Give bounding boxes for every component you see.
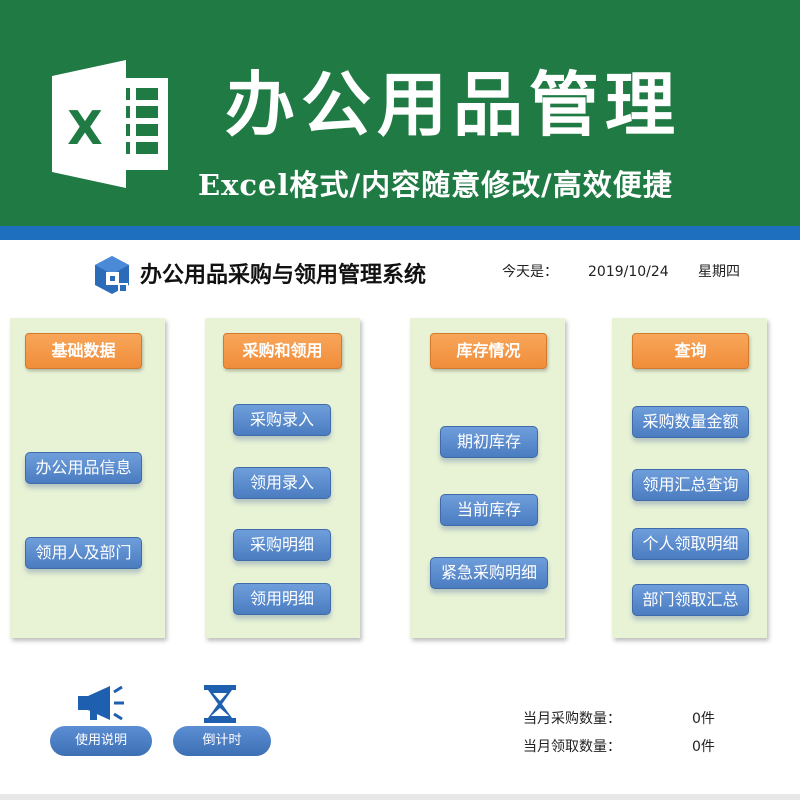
department-receive-summary-button[interactable]: 部门领取汇总 (632, 584, 749, 616)
banner-subtitle: Excel格式/内容随意修改/高效便捷 (198, 168, 673, 202)
app-title: 办公用品采购与领用管理系统 (140, 263, 427, 288)
panel-basic-data-title: 基础数据 (25, 333, 142, 369)
personal-receive-detail-button[interactable]: 个人领取明细 (632, 528, 749, 560)
opening-stock-button[interactable]: 期初库存 (440, 426, 538, 458)
current-stock-button[interactable]: 当前库存 (440, 494, 538, 526)
manual-button[interactable]: 使用说明 (50, 726, 152, 756)
office-supplies-info-button[interactable]: 办公用品信息 (25, 452, 142, 484)
banner-stripe (0, 226, 800, 240)
month-purchase-value: 0件 (692, 711, 715, 727)
month-receive-value: 0件 (692, 739, 715, 755)
purchase-qty-amount-button[interactable]: 采购数量金额 (632, 406, 749, 438)
megaphone-icon (78, 685, 124, 721)
receive-summary-query-button[interactable]: 领用汇总查询 (632, 469, 749, 501)
receive-detail-button[interactable]: 领用明细 (233, 583, 331, 615)
panel-query-title: 查询 (632, 333, 749, 369)
recipients-departments-button[interactable]: 领用人及部门 (25, 537, 142, 569)
excel-logo-icon: X (52, 60, 168, 188)
panel-inventory-title: 库存情况 (430, 333, 547, 369)
svg-text:X: X (67, 101, 102, 155)
countdown-button[interactable]: 倒计时 (173, 726, 271, 756)
month-purchase-label: 当月采购数量： (523, 711, 621, 727)
cube-logo-icon (95, 256, 129, 294)
hourglass-icon (204, 685, 236, 723)
today-weekday: 星期四 (698, 264, 740, 280)
today-date: 2019/10/24 (588, 264, 669, 280)
purchase-detail-button[interactable]: 采购明细 (233, 529, 331, 561)
promo-banner: X 办公用品管理 Excel格式/内容随意修改/高效便捷 (0, 0, 800, 226)
month-receive-label: 当月领取数量： (523, 739, 621, 755)
purchase-entry-button[interactable]: 采购录入 (233, 404, 331, 436)
bottom-divider (0, 794, 800, 800)
receive-entry-button[interactable]: 领用录入 (233, 467, 331, 499)
banner-title: 办公用品管理 (225, 63, 681, 146)
today-label: 今天是： (502, 264, 558, 280)
panel-purchase-receive-title: 采购和领用 (223, 333, 342, 369)
urgent-purchase-detail-button[interactable]: 紧急采购明细 (430, 557, 548, 589)
